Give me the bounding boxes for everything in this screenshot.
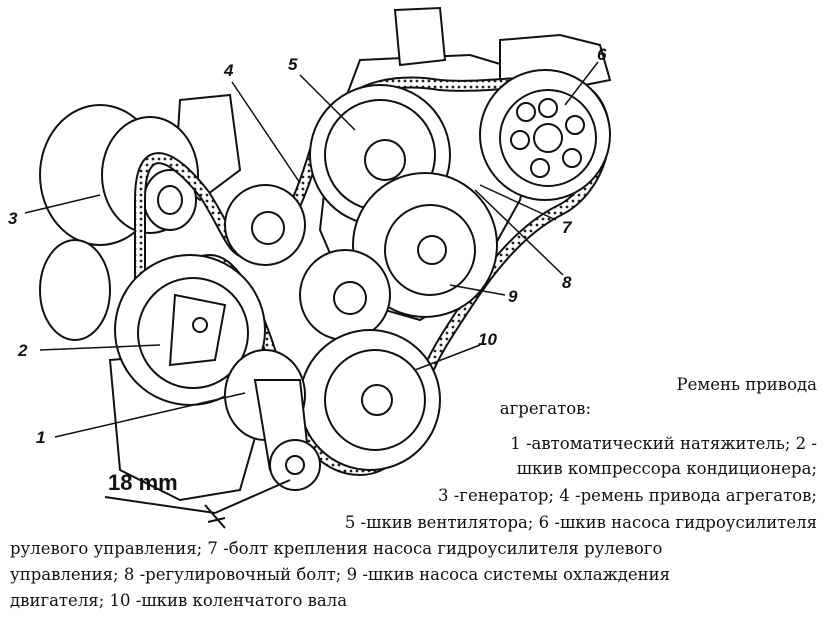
- callout-4: 4: [223, 61, 234, 80]
- callout-1: 1: [36, 428, 45, 447]
- callout-7: 7: [562, 218, 573, 237]
- caption-line-1: 1 -автоматический натяжитель; 2 -: [510, 434, 817, 453]
- dimension-label: 18 mm: [108, 470, 178, 495]
- callout-3: 3: [8, 209, 18, 228]
- caption-title-line2: агрегатов:: [499, 399, 591, 418]
- caption-line-5: рулевого управления; 7 -болт крепления н…: [10, 539, 663, 558]
- dimension-18mm: [104, 479, 291, 529]
- automatic-tensioner: [224, 349, 321, 491]
- callout-2: 2: [17, 341, 28, 360]
- crankshaft-pulley: [299, 329, 441, 471]
- callout-10: 10: [478, 330, 497, 349]
- callout-8: 8: [562, 273, 572, 292]
- ac-compressor-pulley: [114, 254, 266, 406]
- power-steering-pulley: [479, 69, 611, 201]
- callout-6: 6: [597, 45, 607, 64]
- callout-5: 5: [288, 55, 298, 74]
- caption-line-6: управления; 8 -регулировочный болт; 9 -ш…: [10, 565, 671, 584]
- caption-line-2: шкив компрессора кондиционера;: [516, 459, 817, 478]
- caption-line-7: двигателя; 10 -шкив коленчатого вала: [10, 591, 348, 610]
- callout-9: 9: [508, 287, 518, 306]
- caption-line-4: 5 -шкив вентилятора; 6 -шкив насоса гидр…: [344, 513, 817, 532]
- water-pump-pulley: [352, 172, 498, 318]
- caption-line-3: 3 -генератор; 4 -ремень привода агрегато…: [437, 486, 817, 505]
- caption-title-line1: Ремень привода: [676, 375, 817, 394]
- generator: [39, 104, 199, 341]
- callout-leaders: [24, 61, 599, 438]
